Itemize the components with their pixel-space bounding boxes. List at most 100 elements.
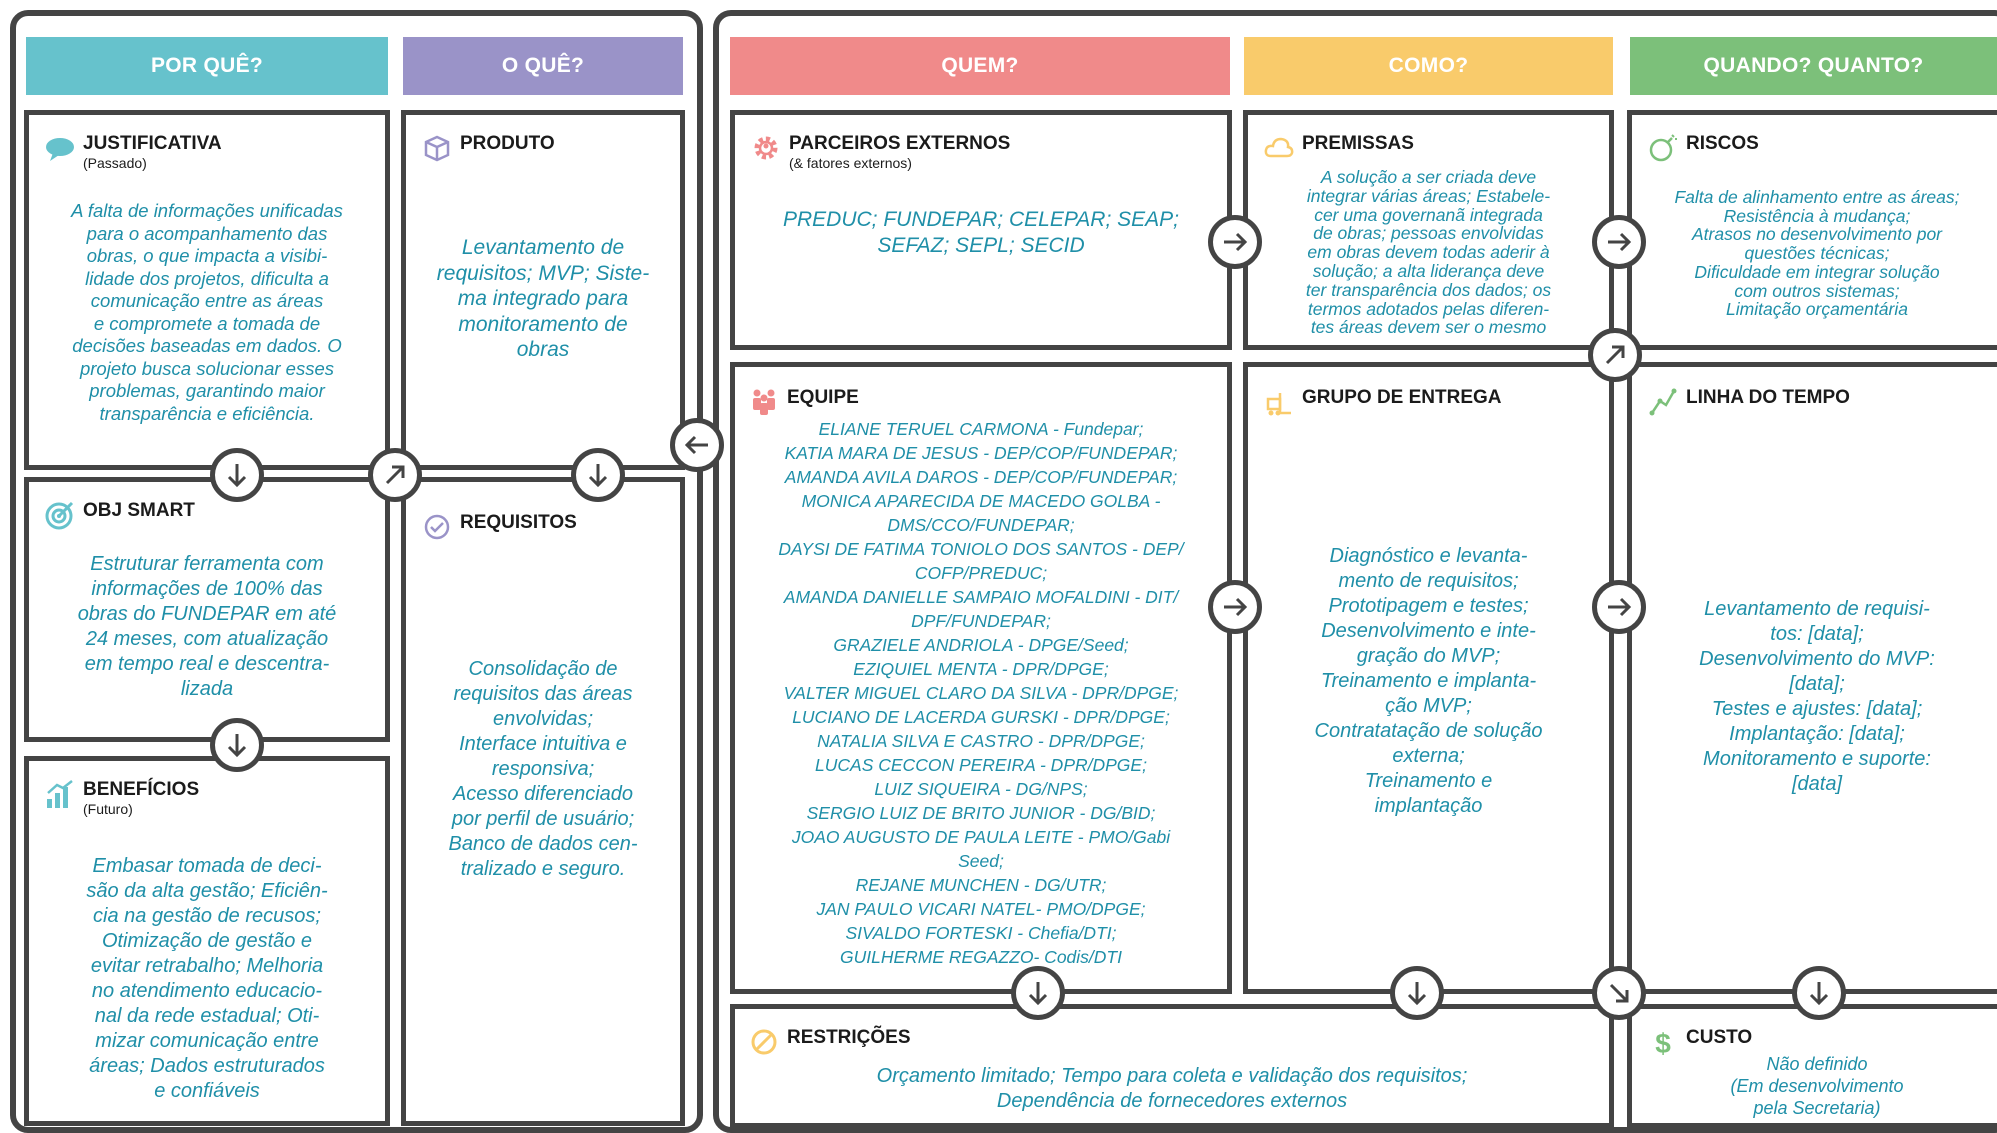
text-line: Implantação: [data]; — [1729, 723, 1905, 745]
text-line: Atrasos no desenvolvimento por — [1692, 224, 1942, 245]
header-when: QUANDO? QUANTO? — [1630, 37, 1997, 95]
connector-justificativa-produto — [368, 448, 422, 502]
beneficios-card: BENEFÍCIOS (Futuro) Embasar tomada de de… — [24, 756, 390, 1126]
justificativa-title: JUSTIFICATIVA — [83, 133, 222, 154]
text-line: Levantamento de — [461, 236, 625, 259]
header-how: COMO? — [1244, 37, 1613, 95]
text-line: Não definido — [1766, 1054, 1868, 1074]
target-icon — [45, 501, 74, 530]
parceiros-text: PREDUC; FUNDEPAR; CELEPAR; SEAP; SEFAZ; S… — [745, 207, 1217, 259]
text-line: termos adotados pelas diferen- — [1307, 298, 1550, 319]
arrow-down-icon — [588, 464, 608, 488]
text-line: decisões baseadas em dados. O — [72, 335, 342, 356]
connector-grupo-linha — [1592, 580, 1646, 634]
text-line: JOAO AUGUSTO DE PAULA LEITE - PMO/Gabi — [791, 827, 1171, 847]
text-line: ma integrado para — [457, 287, 629, 310]
text-line: LUCAS CECCON PEREIRA - DPR/DPGE; — [815, 755, 1147, 775]
riscos-title: RISCOS — [1686, 133, 1759, 154]
text-line: Dependência de fornecedores externos — [996, 1090, 1348, 1112]
text-line: Treinamento e implanta- — [1320, 670, 1537, 692]
parceiros-title: PARCEIROS EXTERNOS — [789, 133, 1011, 154]
text-line: MONICA APARECIDA DE MACEDO GOLBA - — [801, 491, 1161, 511]
text-line: integrar várias áreas; Estabele- — [1306, 185, 1551, 206]
text-line: questões técnicas; — [1744, 243, 1890, 264]
cloud-icon — [1264, 137, 1294, 158]
arrow-down-right-icon — [1609, 983, 1629, 1003]
custo-title: CUSTO — [1686, 1027, 1753, 1048]
text-line: requisitos das áreas — [453, 683, 633, 705]
people-icon — [753, 389, 775, 415]
text-line: PREDUC; FUNDEPAR; CELEPAR; SEAP; — [783, 208, 1179, 231]
text-line: Resistência à mudança; — [1723, 205, 1911, 226]
text-line: cer uma governanã integrada — [1314, 204, 1543, 225]
text-line: em obras devem todas aderir à — [1307, 242, 1550, 263]
text-line: informações de 100% das — [91, 578, 323, 600]
header-why: POR QUÊ? — [26, 37, 388, 95]
text-line: e compromete a tomada de — [93, 312, 321, 334]
text-line: envolvidas; — [492, 708, 594, 730]
text-line: Embasar tomada de deci- — [92, 855, 322, 877]
text-line: LUCIANO DE LACERDA GURSKI - DPR/DPGE; — [792, 707, 1170, 727]
connector-justificativa-obj — [210, 448, 264, 502]
text-line: Falta de alinhamento entre as áreas; — [1674, 187, 1960, 207]
text-line: Diagnóstico e levanta- — [1329, 545, 1528, 567]
riscos-card: RISCOS Falta de alinhamento entre as áre… — [1627, 110, 1997, 350]
text-line: [data] — [1791, 773, 1843, 795]
text-line: obras, o que impacta a visibi- — [86, 245, 328, 266]
text-line: Contratatação de solução — [1314, 720, 1543, 742]
text-line: [data]; — [1789, 673, 1845, 695]
text-line: de obras; pessoas envolvidas — [1313, 223, 1544, 244]
linha-tempo-title: LINHA DO TEMPO — [1686, 387, 1850, 408]
arrow-down-icon — [1028, 982, 1048, 1006]
text-line: Limitação orçamentária — [1726, 299, 1908, 320]
bomb-icon — [1649, 134, 1677, 162]
connector-obj-beneficios — [210, 718, 264, 772]
text-line: implantação — [1374, 795, 1483, 817]
restricoes-card: RESTRIÇÕES Orçamento limitado; Tempo par… — [730, 1004, 1614, 1128]
text-line: Levantamento de requisi- — [1704, 598, 1930, 620]
linha-tempo-text: Levantamento de requisi-tos: [data];Dese… — [1642, 597, 1992, 797]
connector-produto-requisitos — [571, 448, 625, 502]
text-line: com outros sistemas; — [1734, 280, 1900, 301]
box-icon — [424, 135, 450, 162]
text-line: SEFAZ; SEPL; SECID — [877, 234, 1085, 257]
text-line: pela Secretaria) — [1753, 1098, 1881, 1118]
text-line: áreas; Dados estruturados — [89, 1055, 325, 1077]
text-line: Desenvolvimento e inte- — [1321, 620, 1536, 642]
text-line: por perfil de usuário; — [451, 808, 635, 830]
text-line: NATALIA SILVA E CASTRO - DPR/DPGE; — [817, 731, 1145, 751]
text-line: JAN PAULO VICARI NATEL- PMO/DPGE; — [816, 899, 1146, 919]
text-line: DAYSI DE FATIMA TONIOLO DOS SANTOS - DEP… — [778, 539, 1184, 559]
text-line: Otimização de gestão e — [101, 930, 313, 952]
header-what: O QUÊ? — [403, 37, 683, 95]
arrow-left-icon — [684, 435, 708, 455]
connector-who-to-what — [670, 418, 724, 472]
arrow-right-icon — [1608, 232, 1632, 252]
text-line: Monitoramento e suporte: — [1703, 748, 1931, 770]
text-line: requisitos; MVP; Siste- — [436, 261, 650, 285]
check-circle-icon — [424, 514, 450, 540]
restricoes-title: RESTRIÇÕES — [787, 1027, 911, 1048]
text-line: Treinamento e — [1364, 770, 1493, 792]
forklift-icon — [1266, 393, 1291, 416]
text-line: gração do MVP; — [1356, 645, 1501, 667]
text-line: externa; — [1392, 745, 1465, 767]
text-line: Interface intuitiva e — [459, 733, 627, 755]
text-line: A solução a ser criada deve — [1320, 167, 1537, 187]
text-line: ção MVP; — [1385, 695, 1472, 717]
text-line: projeto busca solucionar esses — [79, 357, 334, 379]
justificativa-subtitle: (Passado) — [83, 155, 147, 171]
text-line: REJANE MUNCHEN - DG/UTR; — [855, 875, 1107, 895]
text-line: ELIANE TERUEL CARMONA - Fundepar; — [818, 419, 1144, 439]
timeline-icon — [1649, 388, 1677, 416]
grupo-entrega-card: GRUPO DE ENTREGA Diagnóstico e levanta-m… — [1243, 362, 1614, 994]
chart-growth-icon — [47, 780, 73, 808]
text-line: são da alta gestão; Eficiên- — [86, 880, 328, 902]
justificativa-card: JUSTIFICATIVA (Passado) A falta de infor… — [24, 110, 390, 470]
